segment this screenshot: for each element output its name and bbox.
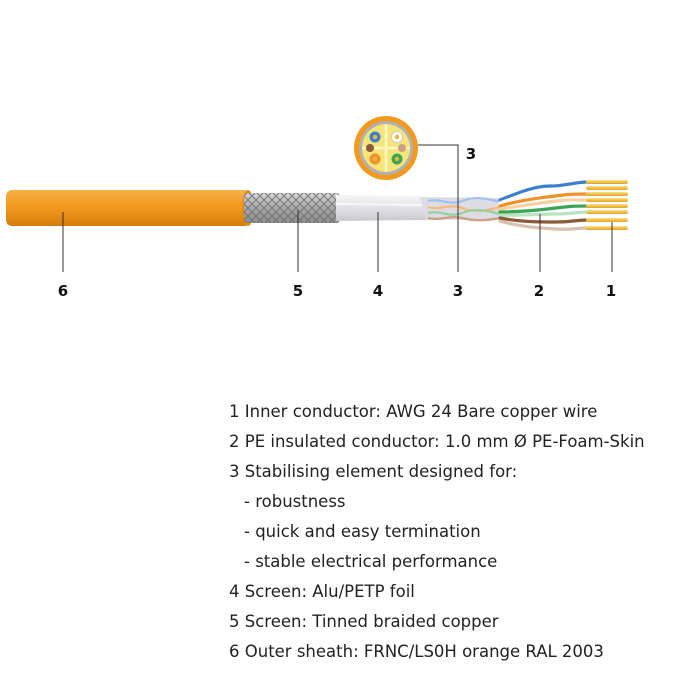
callout-2: 2 bbox=[533, 282, 545, 300]
legend-item-2: 2 PE insulated conductor: 1.0 mm Ø PE-Fo… bbox=[229, 432, 645, 451]
legend-item-3-sub-3: - stable electrical performance bbox=[244, 552, 498, 571]
legend-item-3-sub-2: - quick and easy termination bbox=[244, 522, 481, 541]
twisted-pairs bbox=[498, 180, 590, 231]
legend-item-1: 1 Inner conductor: AWG 24 Bare copper wi… bbox=[229, 402, 598, 421]
foil-screen bbox=[335, 195, 428, 221]
legend-item-5: 5 Screen: Tinned braided copper bbox=[229, 612, 499, 631]
cross-section-inset bbox=[354, 116, 418, 180]
braided-screen bbox=[244, 193, 340, 223]
legend-item-3: 3 Stabilising element designed for: bbox=[229, 462, 518, 481]
leader-lines bbox=[62, 144, 613, 272]
component-legend: 1 Inner conductor: AWG 24 Bare copper wi… bbox=[229, 397, 645, 667]
callout-5: 5 bbox=[292, 282, 304, 300]
callout-3: 3 bbox=[452, 282, 464, 300]
legend-item-3-sub-1: - robustness bbox=[244, 492, 346, 511]
callout-1: 1 bbox=[605, 282, 617, 300]
callout-3-inset: 3 bbox=[465, 145, 477, 163]
callout-6: 6 bbox=[57, 282, 69, 300]
copper-conductors bbox=[586, 180, 628, 230]
outer-sheath bbox=[6, 190, 254, 226]
callout-4: 4 bbox=[372, 282, 384, 300]
legend-item-4: 4 Screen: Alu/PETP foil bbox=[229, 582, 415, 601]
legend-item-6: 6 Outer sheath: FRNC/LS0H orange RAL 200… bbox=[229, 642, 604, 661]
stabilising-element bbox=[420, 196, 505, 222]
